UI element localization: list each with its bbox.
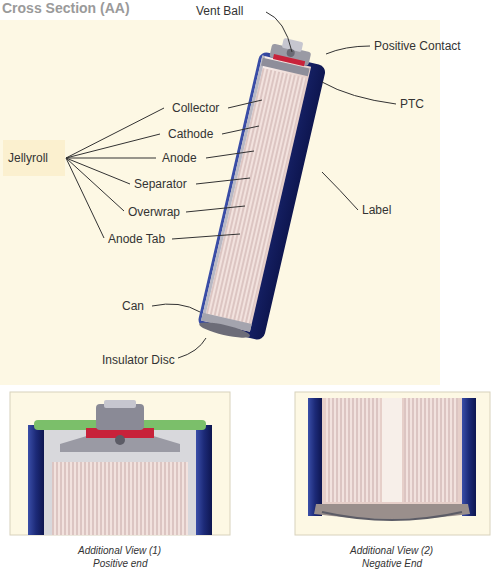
part-label: Label [362, 203, 391, 217]
part-label: Positive Contact [374, 39, 461, 53]
part-label: Vent Ball [196, 4, 243, 18]
part-label: Can [122, 299, 144, 313]
part-label: Anode [162, 151, 197, 165]
part-label: Cathode [168, 127, 213, 141]
diagram-title: Cross Section (AA) [2, 1, 130, 15]
part-label: Separator [134, 177, 187, 191]
part-label: PTC [400, 97, 424, 111]
part-label: Insulator Disc [102, 353, 175, 367]
view-caption: Additional View (2) [350, 544, 433, 558]
view-caption: Positive end [93, 557, 147, 571]
part-label: Overwrap [128, 205, 180, 219]
part-label: Collector [172, 101, 219, 115]
part-label: Anode Tab [108, 232, 165, 246]
view-caption: Negative End [362, 557, 422, 571]
group-label: Jellyroll [8, 151, 48, 165]
view-caption: Additional View (1) [78, 544, 161, 558]
